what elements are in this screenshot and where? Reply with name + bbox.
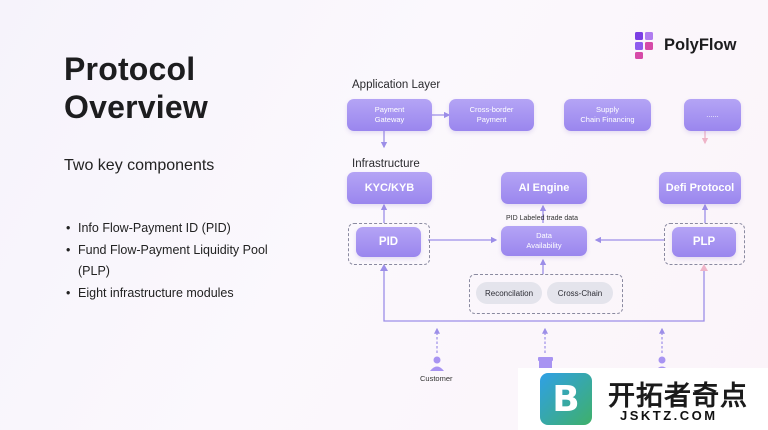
payment-gateway-node: Payment Gateway xyxy=(347,99,432,131)
logo-text: PolyFlow xyxy=(664,35,737,54)
bullet-list: Info Flow-Payment ID (PID) Fund Flow-Pay… xyxy=(64,218,278,304)
infrastructure-label: Infrastructure xyxy=(352,158,420,170)
subtitle: Two key components xyxy=(64,157,215,174)
watermark-badge-icon: B xyxy=(540,373,592,425)
supply-chain-financing-node: Supply Chain Financing xyxy=(564,99,651,131)
bullet-item: Fund Flow-Payment Liquidity Pool (PLP) xyxy=(64,240,278,283)
kyc-kyb-node: KYC/KYB xyxy=(347,172,432,204)
services-container xyxy=(469,274,623,314)
defi-protocol-node: Defi Protocol xyxy=(659,172,741,204)
polyflow-logo: PolyFlow xyxy=(633,30,736,60)
application-layer-label: Application Layer xyxy=(352,79,441,91)
pid-node: PID xyxy=(356,227,421,257)
plp-node: PLP xyxy=(672,227,736,257)
merchant-icon xyxy=(538,357,553,370)
polyflow-logo-icon xyxy=(635,32,653,59)
watermark: B 开拓者奇点 JSKTZ.COM xyxy=(518,368,768,430)
customer-icon xyxy=(430,356,444,371)
watermark-english-text: JSKTZ.COM xyxy=(620,408,718,423)
bullet-item: Eight infrastructure modules xyxy=(64,283,278,305)
bullet-item: Info Flow-Payment ID (PID) xyxy=(64,218,278,240)
more-applications-node: ...... xyxy=(684,99,741,131)
page-title: Protocol Overview xyxy=(64,51,208,125)
watermark-chinese-text: 开拓者奇点 xyxy=(608,381,748,412)
cross-chain-pill: Cross-Chain xyxy=(547,282,613,304)
data-availability-node: Data Availability xyxy=(501,226,587,256)
cross-border-payment-node: Cross-border Payment xyxy=(449,99,534,131)
ai-engine-node: AI Engine xyxy=(501,172,587,204)
bottom-bus-line xyxy=(383,268,705,322)
pid-labeled-trade-data-note: PID Labeled trade data xyxy=(506,215,578,222)
reconcilation-pill: Reconcilation xyxy=(476,282,542,304)
pid-container xyxy=(348,223,430,265)
customer-label: Customer xyxy=(420,374,453,383)
plp-container xyxy=(664,223,745,265)
